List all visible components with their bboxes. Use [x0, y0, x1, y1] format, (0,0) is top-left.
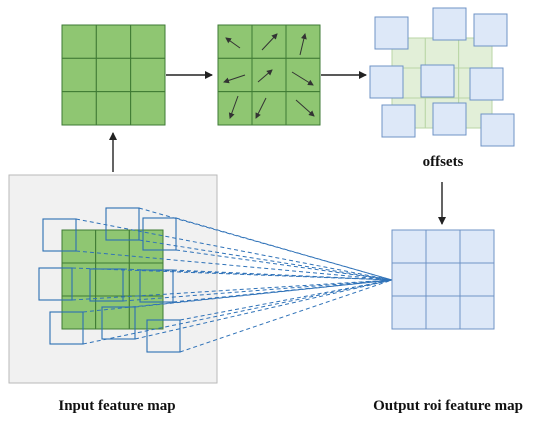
output-grid-cell	[391, 262, 427, 297]
output-grid-cell	[459, 295, 495, 330]
projection-line	[138, 207, 393, 281]
projection-line	[179, 279, 393, 321]
feature-grid-cell	[95, 24, 132, 59]
offset-vector	[257, 69, 273, 83]
offset-box	[374, 16, 409, 50]
roi-grid-cell	[95, 262, 130, 297]
roi-grid-cell	[95, 229, 130, 264]
output-grid-cell	[425, 262, 461, 297]
feature-grid-cell	[95, 57, 132, 93]
offset-vector	[295, 99, 315, 117]
offset-field-grid	[217, 24, 321, 126]
projection-line	[179, 279, 393, 353]
sample-box	[101, 306, 136, 340]
offset-box	[381, 104, 416, 138]
roi-grid-cell	[128, 262, 164, 297]
top-feature-grid	[61, 24, 166, 126]
input-roi-grid	[61, 229, 164, 330]
feature-grid-cell	[61, 24, 97, 59]
projection-line	[175, 217, 393, 281]
offset-vector	[291, 71, 314, 86]
projection-line	[175, 249, 393, 281]
offset-grid-cell	[217, 57, 253, 93]
projection-line	[71, 267, 393, 281]
output-roi-grid	[391, 229, 495, 330]
sample-box	[38, 267, 73, 301]
input-feature-map-label: Input feature map	[58, 398, 175, 414]
offset-vector	[299, 33, 307, 56]
projection-line	[122, 279, 393, 302]
sample-box	[89, 268, 124, 302]
output-grid-cell	[391, 295, 427, 330]
projection-line	[138, 239, 393, 281]
output-grid-cell	[391, 229, 427, 264]
offset-box	[432, 7, 467, 41]
feature-grid-cell	[130, 57, 166, 93]
feature-grid-cell	[61, 91, 97, 126]
projection-line	[122, 268, 393, 281]
feature-grid-cell	[61, 57, 97, 93]
offset-grid-cell	[251, 91, 287, 126]
projection-line	[172, 269, 393, 281]
output-grid-cell	[459, 229, 495, 264]
output-grid-cell	[425, 295, 461, 330]
offset-grid-cell	[251, 57, 287, 93]
offset-grid-cell	[251, 24, 287, 59]
roi-grid-cell	[128, 295, 164, 330]
offset-box	[473, 13, 508, 47]
sample-box	[146, 319, 181, 353]
input-feature-panel	[8, 174, 218, 384]
input-sample-boxes	[38, 207, 181, 353]
offset-box	[480, 113, 515, 147]
light-grid-cell	[424, 37, 460, 69]
offset-grid-cell	[217, 24, 253, 59]
offset-vector	[255, 97, 267, 119]
projection-line	[82, 279, 393, 345]
projection-line	[134, 279, 393, 308]
offset-vector	[261, 33, 278, 51]
output-roi-feature-map-label: Output roi feature map	[373, 398, 523, 414]
offset-vectors	[223, 33, 315, 119]
offset-box	[469, 67, 504, 101]
projection-line	[134, 279, 393, 340]
sample-box	[49, 311, 84, 345]
projection-line	[71, 279, 393, 301]
projection-lines	[71, 207, 393, 353]
offset-vector	[225, 37, 241, 49]
offset-box	[369, 65, 404, 99]
output-grid-cell	[459, 262, 495, 297]
roi-grid-cell	[128, 229, 164, 264]
feature-grid-cell	[130, 24, 166, 59]
projection-line	[75, 250, 393, 281]
feature-grid-cell	[95, 91, 132, 126]
sample-box	[42, 218, 77, 252]
sample-box	[142, 217, 177, 251]
sample-box	[105, 207, 140, 241]
offset-grid-cell	[217, 91, 253, 126]
roi-grid-cell	[61, 229, 97, 264]
sample-box	[139, 269, 174, 303]
offsets-label: offsets	[423, 154, 464, 170]
offset-box	[432, 102, 467, 136]
offset-box	[420, 64, 455, 98]
projection-line	[172, 279, 393, 303]
offset-grid-cell	[285, 57, 321, 93]
offset-vector	[223, 74, 246, 84]
output-grid-cell	[425, 229, 461, 264]
projection-line	[75, 218, 393, 281]
offset-vector	[228, 95, 239, 119]
offset-grid-cell	[285, 91, 321, 126]
feature-grid-cell	[130, 91, 166, 126]
offset-sample-boxes	[369, 7, 515, 147]
